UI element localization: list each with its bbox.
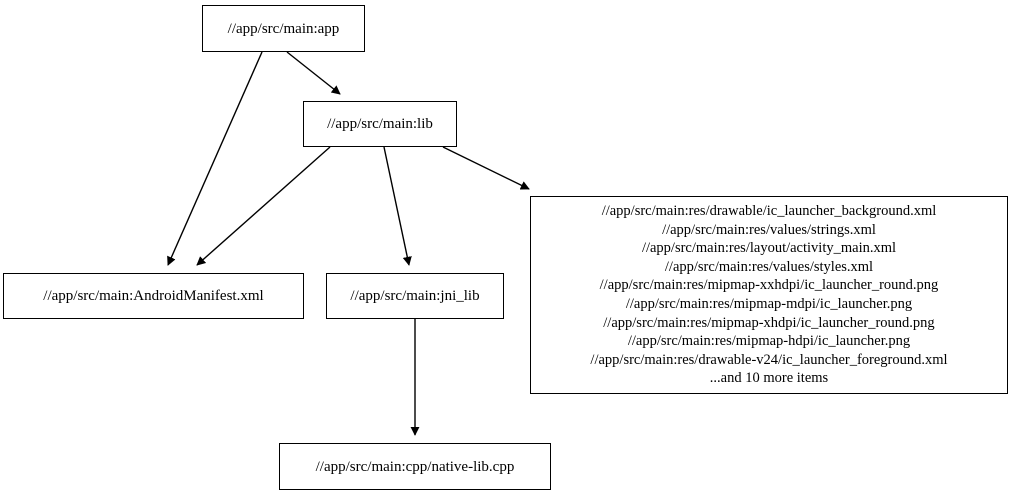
node-native-lib-cpp[interactable]: //app/src/main:cpp/native-lib.cpp xyxy=(279,443,551,490)
node-android-manifest-label: //app/src/main:AndroidManifest.xml xyxy=(43,288,264,304)
edge-app-to-androidmanifest xyxy=(167,51,263,266)
edge-app-to-lib xyxy=(286,51,341,95)
edge-lib-to-jni-lib xyxy=(383,146,412,266)
node-resources-group[interactable]: //app/src/main:res/drawable/ic_launcher_… xyxy=(530,196,1008,394)
node-resources-group-label: //app/src/main:res/drawable/ic_launcher_… xyxy=(590,203,948,387)
node-lib-label: //app/src/main:lib xyxy=(327,116,433,132)
node-jni-lib[interactable]: //app/src/main:jni_lib xyxy=(326,273,504,319)
node-app[interactable]: //app/src/main:app xyxy=(202,5,365,52)
node-lib[interactable]: //app/src/main:lib xyxy=(303,101,457,147)
node-app-label: //app/src/main:app xyxy=(227,20,340,37)
edge-lib-to-resources xyxy=(442,146,530,190)
node-android-manifest[interactable]: //app/src/main:AndroidManifest.xml xyxy=(3,273,304,319)
edge-lib-to-androidmanifest xyxy=(196,146,331,266)
node-native-lib-cpp-label: //app/src/main:cpp/native-lib.cpp xyxy=(315,458,515,475)
node-jni-lib-label: //app/src/main:jni_lib xyxy=(350,288,480,304)
